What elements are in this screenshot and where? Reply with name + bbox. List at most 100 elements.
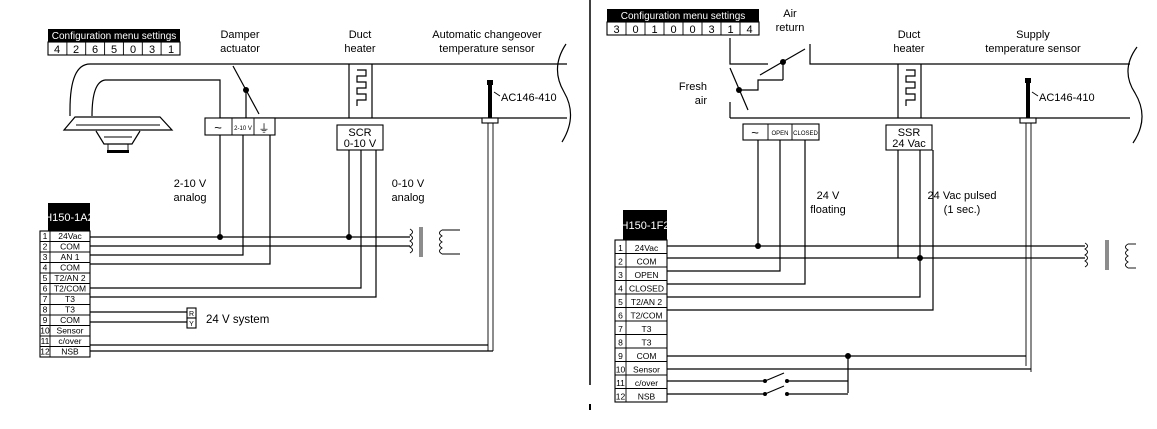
left-config-digits: 4 2 6 5 0 3 1 xyxy=(47,41,181,56)
terminal-number: 11 xyxy=(616,378,625,388)
right-wiring xyxy=(667,140,1085,396)
signal-label-pulsed: 24 Vac pulsed xyxy=(928,190,997,202)
system-24v-label: 24 V system xyxy=(206,314,269,326)
terminal-number: 2 xyxy=(43,242,48,252)
changeover-sensor-title: Automatic changeover xyxy=(432,29,542,41)
left-config-digit: 1 xyxy=(168,44,174,56)
terminal-label: COM xyxy=(60,315,80,325)
terminal-label: COM xyxy=(637,351,657,361)
signal-label-2-10v: analog xyxy=(173,192,206,204)
terminal-label: 24Vac xyxy=(635,243,659,253)
signal-label-2-10v: 2-10 V xyxy=(174,178,207,190)
terminal-number: 8 xyxy=(618,338,623,348)
signal-label-floating: floating xyxy=(810,204,845,216)
damper-actuator-terminal-box: ~ 2-10 V ⏚ xyxy=(204,117,276,136)
damper-actuator-label: actuator xyxy=(220,43,260,55)
right-config-digit: 1 xyxy=(727,24,733,36)
terminal-number: 4 xyxy=(618,284,623,294)
terminal-number: 9 xyxy=(43,315,48,325)
right-duct xyxy=(729,38,1143,144)
y-terminal-label: Y xyxy=(189,321,194,328)
divider-mark xyxy=(589,404,591,410)
right-config-digit: 3 xyxy=(708,24,714,36)
air-return-label: Air xyxy=(783,8,797,20)
duct-heater-coil-icon xyxy=(348,64,373,118)
right-config-title: Configuration menu settings xyxy=(621,11,746,22)
terminal-label: NSB xyxy=(638,392,656,402)
terminal-number: 5 xyxy=(618,297,623,307)
terminal-label: T2/AN 2 xyxy=(54,273,85,283)
terminal-number: 9 xyxy=(618,351,623,361)
terminal-number: 3 xyxy=(618,270,623,280)
supply-sensor-title: Supply xyxy=(1016,29,1050,41)
terminal-number: 8 xyxy=(43,305,48,315)
scr-box: SCR 0-10 V xyxy=(336,124,384,151)
left-config-digit: 0 xyxy=(130,44,136,56)
left-wiring xyxy=(90,135,493,352)
terminal-label: Sensor xyxy=(633,365,660,375)
right-duct-heater-label: heater xyxy=(893,43,925,55)
ry-terminals: R Y xyxy=(186,307,197,329)
terminal-label: T2/COM xyxy=(630,311,662,321)
left-config-digit: 3 xyxy=(149,44,155,56)
right-thermostat-model: TH150-1F2T xyxy=(614,220,677,232)
right-transformer-icon xyxy=(1084,240,1136,270)
terminal-label: AN 1 xyxy=(61,252,80,262)
changeover-sensor-probe-icon xyxy=(481,80,501,351)
actuator-signal-label: 2-10 V xyxy=(234,126,252,132)
supply-sensor-probe-icon xyxy=(1019,78,1039,372)
duct-heater-label: heater xyxy=(344,43,376,55)
right-config-digit: 1 xyxy=(651,24,657,36)
left-diagram: Configuration menu settings 4 2 6 5 0 3 … xyxy=(38,29,572,358)
right-config-digits: 3 0 1 0 0 3 1 4 xyxy=(606,21,760,36)
scr-label: 0-10 V xyxy=(344,138,377,150)
terminal-number: 10 xyxy=(616,365,626,375)
right-diagram: Configuration menu settings 3 0 1 0 0 3 … xyxy=(606,8,1143,403)
duct-heater-label: Duct xyxy=(349,29,372,41)
terminal-number: 12 xyxy=(616,392,626,402)
left-config-title: Configuration menu settings xyxy=(52,31,177,42)
scr-label: SCR xyxy=(348,127,371,139)
terminal-label: T3 xyxy=(642,338,652,348)
terminal-label: COM xyxy=(637,257,657,267)
left-sensor-model: AC146-410 xyxy=(501,92,557,104)
right-sensor-model: AC146-410 xyxy=(1039,92,1095,104)
terminal-number: 5 xyxy=(43,273,48,283)
r-terminal-label: R xyxy=(189,311,194,318)
terminal-label: T3 xyxy=(65,305,75,315)
left-thermostat-model: TH150-1A2T xyxy=(38,212,101,224)
damper-blade-icon xyxy=(232,65,260,118)
right-config-digit: 0 xyxy=(670,24,676,36)
terminal-number: 7 xyxy=(43,294,48,304)
fresh-air-label: Fresh xyxy=(679,81,707,93)
left-config-digit: 4 xyxy=(54,44,60,56)
signal-label-floating: 24 V xyxy=(817,190,840,202)
right-config-digit: 4 xyxy=(746,24,752,36)
ceiling-diffuser-icon xyxy=(62,116,174,153)
ac-symbol-icon: ~ xyxy=(751,125,759,140)
left-config-title-bar xyxy=(48,29,180,42)
terminal-label: COM xyxy=(60,242,80,252)
terminal-number: 12 xyxy=(40,347,50,357)
terminal-label: T3 xyxy=(65,294,75,304)
right-config-digit: 0 xyxy=(689,24,695,36)
closed-terminal-label: CLOSED xyxy=(793,131,818,137)
ssr-label: SSR xyxy=(898,127,921,139)
ssr-label: 24 Vac xyxy=(892,138,926,150)
terminal-label: OPEN xyxy=(634,270,658,280)
ground-symbol-icon: ⏚ xyxy=(259,122,270,135)
terminal-label: c/over xyxy=(635,378,658,388)
terminal-number: 7 xyxy=(618,324,623,334)
terminal-number: 10 xyxy=(40,326,50,336)
right-config-digit: 0 xyxy=(632,24,638,36)
signal-label-pulsed: (1 sec.) xyxy=(944,204,981,216)
fresh-air-label: air xyxy=(695,95,708,107)
terminal-number: 2 xyxy=(618,257,623,267)
right-config-digit: 3 xyxy=(613,24,619,36)
left-transformer-icon xyxy=(409,227,460,257)
terminal-number: 3 xyxy=(43,252,48,262)
